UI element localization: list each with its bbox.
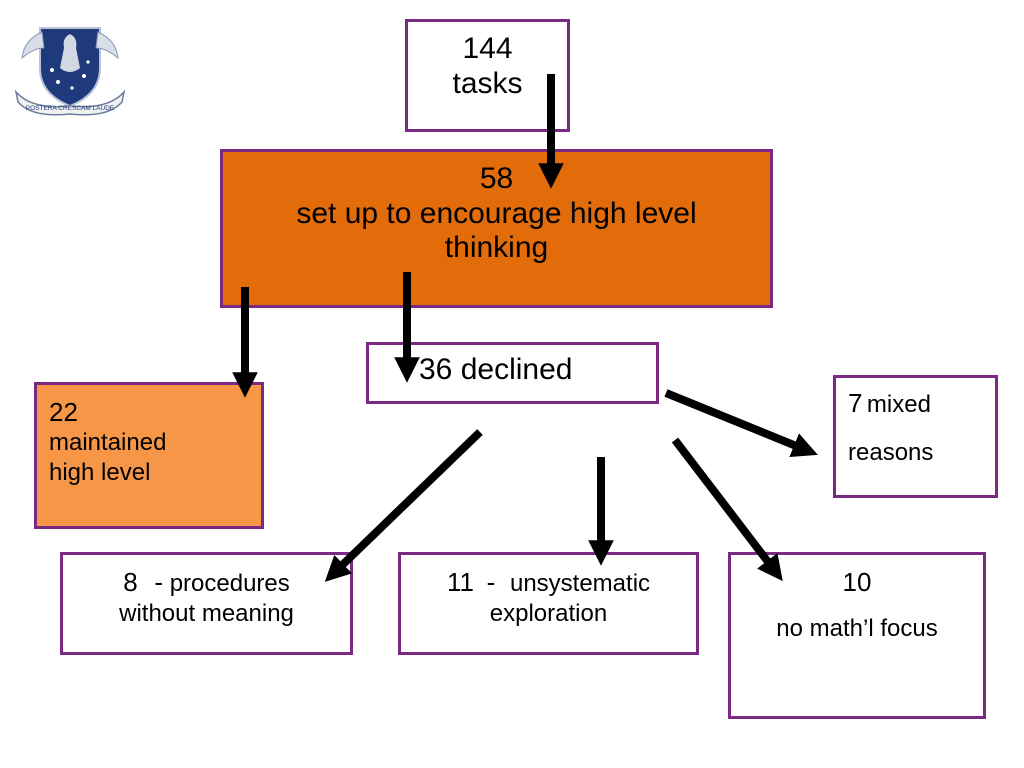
node-maintained-high-level: 22 maintained high level: [34, 382, 264, 529]
unsystematic-label-line2: exploration: [489, 600, 608, 627]
declined-label: 36 declined: [419, 353, 573, 386]
university-crest-logo: POSTERA CRESCAM LAUDE: [12, 22, 128, 116]
mixed-label-line2: reasons: [848, 439, 934, 466]
total-label: tasks: [452, 66, 523, 100]
unsystematic-label-line1: unsystematic: [509, 570, 651, 597]
node-mixed-reasons: 7 mixed reasons: [833, 375, 998, 498]
node-procedures-without-meaning: 8 - procedures without meaning: [60, 552, 353, 655]
encourage-label: set up to encourage high level thinking: [296, 196, 697, 265]
maintained-label-line2: high level: [49, 459, 151, 487]
arrow-declined-to-mixed: [664, 389, 818, 458]
node-no-math-focus: 10 no math’l focus: [728, 552, 986, 719]
procedures-count: 8: [123, 567, 138, 597]
node-encourage-high-level: 58 set up to encourage high level thinki…: [220, 149, 773, 308]
logo-motto: POSTERA CRESCAM LAUDE: [26, 105, 115, 112]
mixed-label-line1: mixed: [866, 391, 931, 418]
nomath-label: no math’l focus: [776, 615, 938, 643]
node-unsystematic-exploration: 11 - unsystematic exploration: [398, 552, 699, 655]
maintained-label-line1: maintained: [49, 429, 167, 457]
unsystematic-dash: -: [486, 567, 496, 597]
procedures-dash: -: [154, 567, 164, 597]
node-declined: 36 declined: [366, 342, 659, 404]
procedures-label-line2: without meaning: [119, 600, 294, 627]
node-total-tasks: 144 tasks: [405, 19, 570, 132]
nomath-count: 10: [842, 567, 872, 597]
maintained-count: 22: [49, 397, 78, 427]
procedures-label-line1: procedures: [169, 570, 290, 597]
encourage-count: 58: [479, 162, 514, 195]
mixed-count: 7: [848, 388, 863, 418]
total-count: 144: [462, 32, 513, 65]
unsystematic-count: 11: [446, 567, 474, 597]
